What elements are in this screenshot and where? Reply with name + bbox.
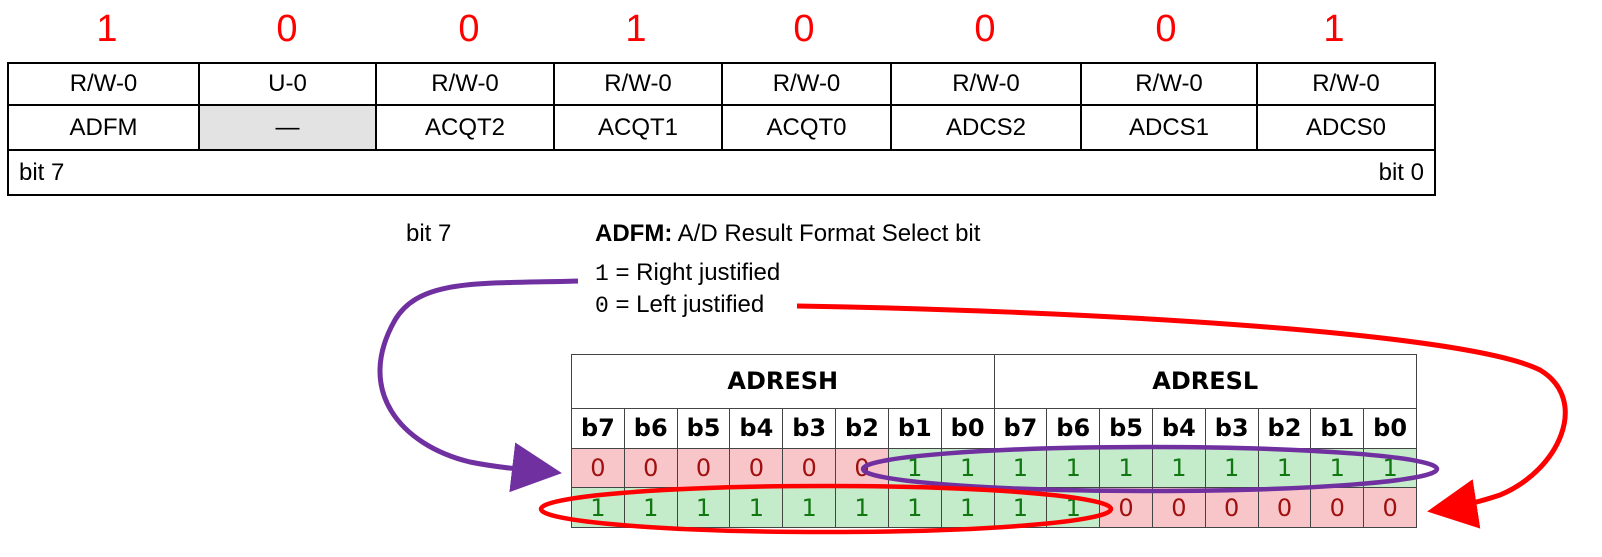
bit-header: b3 bbox=[782, 407, 837, 449]
bit-name-cell: ACQT1 bbox=[553, 104, 723, 151]
desc-option-left-code: 0 bbox=[595, 293, 609, 319]
left-justified-cell: 1 bbox=[729, 487, 784, 528]
right-justified-cell: 1 bbox=[1099, 447, 1153, 489]
left-justified-cell: 1 bbox=[887, 487, 942, 528]
bit-header: b2 bbox=[1257, 407, 1312, 449]
access-cell: R/W-0 bbox=[890, 62, 1082, 106]
left-justified-cell: 1 bbox=[571, 487, 625, 528]
left-justified-cell: 1 bbox=[676, 487, 731, 528]
bit-header: b4 bbox=[729, 407, 784, 449]
right-justified-cell: 1 bbox=[1310, 447, 1365, 489]
bit-name-cell: ADCS0 bbox=[1256, 104, 1436, 151]
left-justified-cell: 0 bbox=[1310, 487, 1365, 528]
bit-header: b2 bbox=[835, 407, 889, 449]
adresh-header: ADRESH bbox=[571, 354, 995, 409]
left-justified-cell: 0 bbox=[1257, 487, 1312, 528]
left-justified-cell: 1 bbox=[993, 487, 1048, 528]
bit-header: b1 bbox=[1310, 407, 1365, 449]
desc-field-title: ADFM: A/D Result Format Select bit bbox=[595, 220, 980, 248]
bit-value-2: 0 bbox=[974, 8, 996, 50]
bit-header: b6 bbox=[623, 407, 678, 449]
bit-value-6: 0 bbox=[276, 8, 298, 50]
left-justified-cell: 0 bbox=[1363, 487, 1417, 528]
bit-value-5: 0 bbox=[458, 8, 480, 50]
bit-header: b0 bbox=[1363, 407, 1417, 449]
access-cell: R/W-0 bbox=[1256, 62, 1436, 106]
left-justified-cell: 1 bbox=[940, 487, 995, 528]
bit-header: b3 bbox=[1204, 407, 1259, 449]
left-justified-cell: 1 bbox=[835, 487, 889, 528]
access-cell: R/W-0 bbox=[553, 62, 723, 106]
access-cell: R/W-0 bbox=[375, 62, 555, 106]
right-justified-cell: 0 bbox=[676, 447, 731, 489]
bit-range-row: bit 7 bit 0 bbox=[7, 149, 1436, 196]
right-justified-cell: 1 bbox=[1204, 447, 1259, 489]
desc-option-right-code: 1 bbox=[595, 261, 609, 287]
register-table: R/W-0 U-0 R/W-0 R/W-0 R/W-0 R/W-0 R/W-0 … bbox=[7, 62, 1436, 196]
left-justified-cell: 0 bbox=[1099, 487, 1153, 528]
access-cell: U-0 bbox=[198, 62, 377, 106]
bit-name-cell: ACQT2 bbox=[375, 104, 555, 151]
bit-name-cell: ACQT0 bbox=[721, 104, 892, 151]
desc-field-name: ADFM: bbox=[595, 220, 673, 247]
left-justified-cell: 1 bbox=[1046, 487, 1101, 528]
access-cell: R/W-0 bbox=[7, 62, 200, 106]
access-cell: R/W-0 bbox=[1080, 62, 1258, 106]
right-justified-cell: 0 bbox=[729, 447, 784, 489]
right-justified-cell: 1 bbox=[1363, 447, 1417, 489]
bit-header: b5 bbox=[676, 407, 731, 449]
bit-header: b6 bbox=[1046, 407, 1101, 449]
result-register-table: ADRESH ADRESL b7 b6 b5 b4 b3 b2 b1 b0 b7… bbox=[571, 354, 1417, 528]
bit-header: b5 bbox=[1099, 407, 1153, 449]
desc-option-right: 1 = Right justified bbox=[595, 259, 780, 287]
bit-header: b7 bbox=[993, 407, 1048, 449]
right-justified-cell: 1 bbox=[993, 447, 1048, 489]
right-justified-cell: 0 bbox=[835, 447, 889, 489]
left-justified-cell: 0 bbox=[1204, 487, 1259, 528]
adresl-header: ADRESL bbox=[993, 354, 1417, 409]
right-justified-cell: 1 bbox=[940, 447, 995, 489]
bit-value-1: 0 bbox=[1155, 8, 1177, 50]
lsb-label: bit 0 bbox=[1378, 158, 1424, 186]
right-justified-cell: 0 bbox=[571, 447, 625, 489]
bit-header: b4 bbox=[1151, 407, 1206, 449]
desc-option-right-text: = Right justified bbox=[615, 259, 781, 286]
bit-name-cell: ADFM bbox=[7, 104, 200, 151]
right-justified-cell: 1 bbox=[887, 447, 942, 489]
right-justified-cell: 1 bbox=[1151, 447, 1206, 489]
bit-header: b1 bbox=[887, 407, 942, 449]
right-justified-cell: 1 bbox=[1046, 447, 1101, 489]
right-justified-cell: 1 bbox=[1257, 447, 1312, 489]
desc-bit-number: bit 7 bbox=[406, 220, 452, 247]
bit-value-0: 1 bbox=[1323, 8, 1345, 50]
left-justified-cell: 1 bbox=[623, 487, 678, 528]
bit-value-4: 1 bbox=[625, 8, 647, 50]
bit-name-cell: ADCS1 bbox=[1080, 104, 1258, 151]
right-justified-arrow bbox=[377, 278, 579, 493]
msb-label: bit 7 bbox=[19, 158, 65, 186]
bit-value-3: 0 bbox=[793, 8, 815, 50]
desc-option-left: 0 = Left justified bbox=[595, 291, 764, 319]
bit-name-cell-unimplemented: — bbox=[198, 104, 377, 151]
access-cell: R/W-0 bbox=[721, 62, 892, 106]
right-justified-cell: 0 bbox=[782, 447, 837, 489]
desc-field-title-text: A/D Result Format Select bit bbox=[677, 220, 981, 247]
left-justified-cell: 1 bbox=[782, 487, 837, 528]
bit-header: b0 bbox=[940, 407, 995, 449]
desc-option-left-text: = Left justified bbox=[615, 291, 765, 318]
bit-header: b7 bbox=[571, 407, 625, 449]
left-justified-cell: 0 bbox=[1151, 487, 1206, 528]
bit-value-7: 1 bbox=[96, 8, 118, 50]
bit-name-cell: ADCS2 bbox=[890, 104, 1082, 151]
right-justified-cell: 0 bbox=[623, 447, 678, 489]
